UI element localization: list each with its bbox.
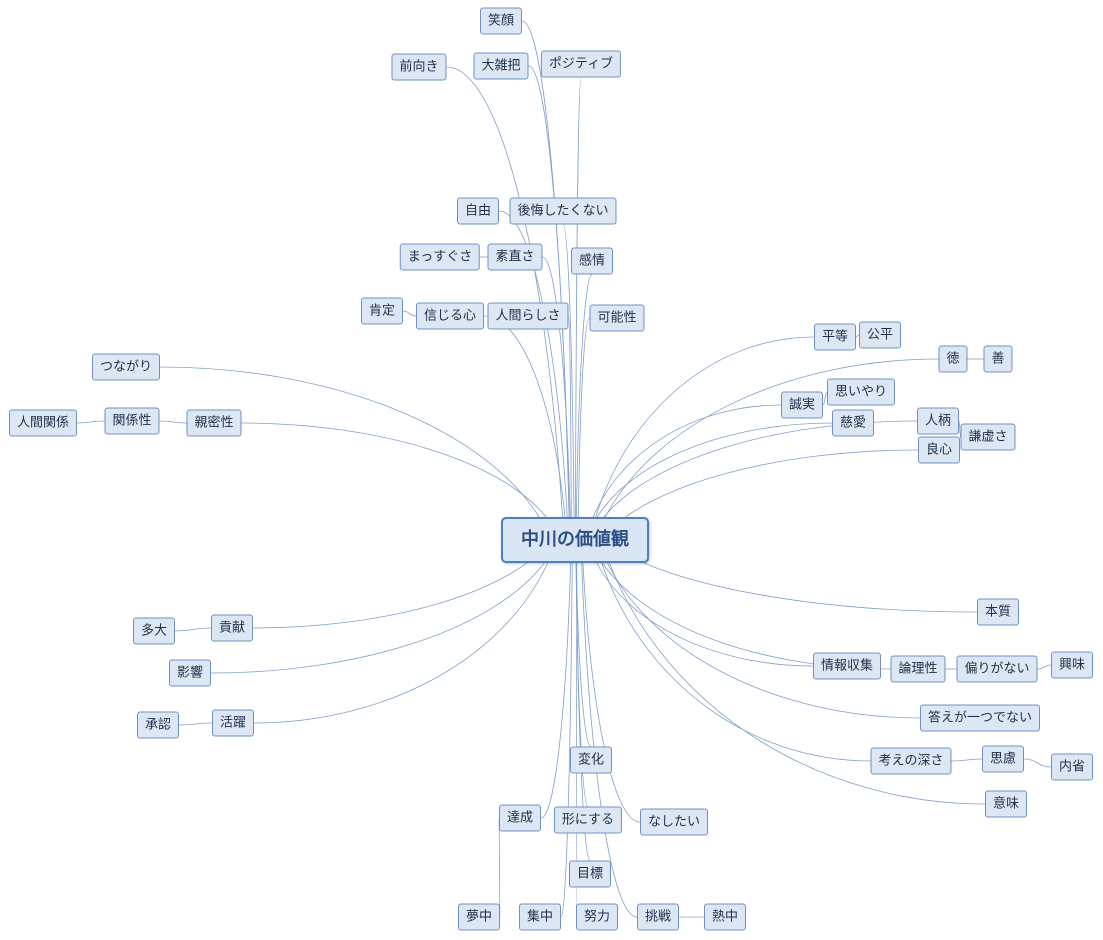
topic-shinmitsusei[interactable]: 親密性 <box>186 409 242 437</box>
topic-katayori-ganai[interactable]: 偏りがない <box>956 655 1038 683</box>
link-n10 <box>402 310 417 317</box>
link-n36 <box>1023 758 1052 768</box>
topic-seijitsu[interactable]: 誠実 <box>780 391 824 419</box>
topic-egao[interactable]: 笑顔 <box>479 7 523 35</box>
link-n28 <box>608 543 978 613</box>
topic-ryoshin[interactable]: 良心 <box>917 436 961 464</box>
topic-tassei[interactable]: 達成 <box>498 804 542 832</box>
link-n17 <box>241 422 547 518</box>
link-n42 <box>253 562 549 724</box>
topic-imi[interactable]: 意味 <box>984 790 1028 818</box>
topic-kankeisei[interactable]: 関係性 <box>104 407 160 435</box>
topic-maemuki[interactable]: 前向き <box>391 53 447 81</box>
link-n37 <box>609 562 986 805</box>
topic-jiyu[interactable]: 自由 <box>456 197 500 225</box>
topic-katachi-ni-suru[interactable]: 形にする <box>553 806 623 834</box>
link-n48 <box>498 817 501 918</box>
link-n9 <box>575 274 593 518</box>
topic-tadai[interactable]: 多大 <box>132 617 176 645</box>
link-n38 <box>174 627 212 632</box>
topic-shiryo[interactable]: 思慮 <box>981 745 1025 773</box>
topic-shinjiru-kokoro[interactable]: 信じる心 <box>415 302 485 330</box>
link-n29 <box>596 562 814 667</box>
link-n26 <box>958 420 961 438</box>
topic-doryoku[interactable]: 努力 <box>575 903 619 931</box>
topic-kangae-no-fukasa[interactable]: 考えの深さ <box>870 747 952 775</box>
topic-ningen-kankei[interactable]: 人間関係 <box>8 409 78 437</box>
link-n12 <box>568 315 572 518</box>
topic-sunaosa[interactable]: 素直さ <box>487 243 543 271</box>
link-n13 <box>577 317 590 518</box>
topic-ronrisei[interactable]: 論理性 <box>890 655 946 683</box>
topic-ozappa[interactable]: 大雑把 <box>473 52 529 80</box>
topic-kenkyosa[interactable]: 謙虚さ <box>960 423 1016 451</box>
topic-mokuhyo[interactable]: 目標 <box>568 860 612 888</box>
link-n18 <box>595 336 815 518</box>
link-n11 <box>483 315 566 518</box>
topic-naisei[interactable]: 内省 <box>1050 753 1094 781</box>
topic-jiai[interactable]: 慈愛 <box>831 409 875 437</box>
topic-tsunagari[interactable]: つながり <box>91 353 161 381</box>
topic-henka[interactable]: 変化 <box>569 746 613 774</box>
topic-byodo[interactable]: 平等 <box>813 323 857 351</box>
topic-katsuyaku[interactable]: 活躍 <box>211 709 255 737</box>
central-topic[interactable]: 中川の価値観 <box>501 517 649 563</box>
topic-hitogara[interactable]: 人柄 <box>916 407 960 435</box>
topic-kohei[interactable]: 公平 <box>858 321 902 349</box>
topic-kyomi[interactable]: 興味 <box>1050 651 1094 679</box>
link-n47 <box>575 562 591 861</box>
link-n16 <box>159 420 187 424</box>
link-n19 <box>855 334 860 338</box>
link-n33 <box>607 562 921 719</box>
topic-joho-shushu[interactable]: 情報収集 <box>812 652 882 680</box>
link-n22 <box>822 391 828 406</box>
topic-kanosei[interactable]: 可能性 <box>589 304 645 332</box>
topic-shonin[interactable]: 承認 <box>136 711 180 739</box>
topic-kanjo[interactable]: 感情 <box>570 247 614 275</box>
link-n43 <box>575 562 592 747</box>
link-n46 <box>582 562 641 823</box>
topic-kotei[interactable]: 肯定 <box>360 297 404 325</box>
link-n6 <box>562 224 575 518</box>
topic-positive[interactable]: ポジティブ <box>540 50 622 78</box>
topic-muchu[interactable]: 夢中 <box>457 903 501 931</box>
topic-ningenrashisa[interactable]: 人間らしさ <box>487 302 569 330</box>
topic-honshitsu[interactable]: 本質 <box>976 598 1020 626</box>
link-n15 <box>76 420 105 424</box>
link-n27 <box>603 449 919 536</box>
link-n44 <box>540 562 571 819</box>
link-n35 <box>951 758 983 762</box>
topic-netchu[interactable]: 熱中 <box>703 903 747 931</box>
link-n40 <box>210 562 545 674</box>
topic-kokai-shitakunai[interactable]: 後悔したくない <box>509 197 617 225</box>
topic-kotae-ga-hitotsu-denai[interactable]: 答えが一つでない <box>919 704 1041 732</box>
link-n14 <box>159 366 540 518</box>
topic-omoiyari[interactable]: 思いやり <box>826 378 896 406</box>
topic-nashitai[interactable]: なしたい <box>639 808 709 836</box>
topic-toku[interactable]: 徳 <box>938 345 968 373</box>
link-n24 <box>596 422 833 518</box>
topic-chosen[interactable]: 挑戦 <box>636 903 680 931</box>
topic-koken[interactable]: 貢献 <box>210 614 254 642</box>
topic-massugusa[interactable]: まっすぐさ <box>399 243 481 271</box>
link-n20 <box>604 358 939 518</box>
topic-eikyo[interactable]: 影響 <box>168 659 212 687</box>
link-n32 <box>1037 664 1052 670</box>
link-n34 <box>601 562 871 762</box>
topic-zen[interactable]: 善 <box>983 345 1013 373</box>
topic-shuchu[interactable]: 集中 <box>518 903 562 931</box>
link-n2 <box>446 66 563 518</box>
link-n23 <box>592 404 782 518</box>
link-n4 <box>575 77 582 518</box>
link-n41 <box>178 722 213 726</box>
